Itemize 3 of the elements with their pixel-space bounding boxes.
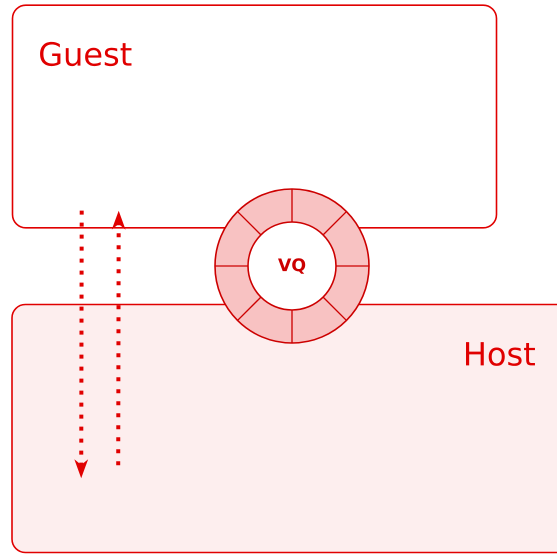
host-box: Host	[11, 304, 557, 554]
guest-box: Guest	[12, 4, 498, 229]
ring-buffer-drawing: VQ	[214, 188, 370, 344]
